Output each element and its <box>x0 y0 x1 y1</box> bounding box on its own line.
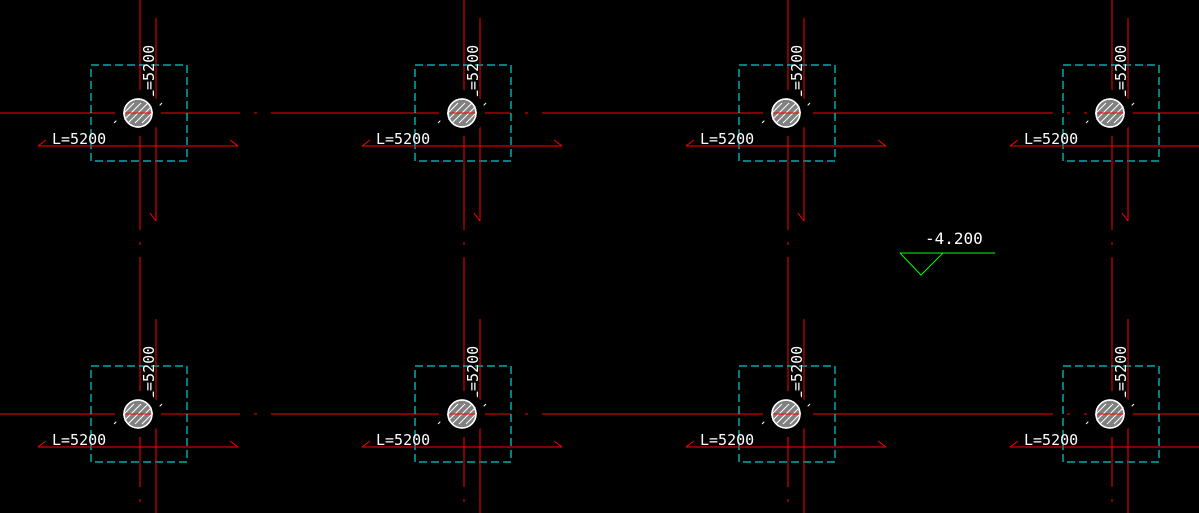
pile-cap-outline <box>1062 64 1160 162</box>
pile-horizontal-tick-left <box>1009 139 1019 147</box>
pile-mask-ring <box>115 391 161 437</box>
pile-length-label: L=5200 <box>52 130 106 148</box>
pile-circle-outline <box>771 399 801 429</box>
pile-length-label-vertical: L=5200 <box>1112 346 1130 400</box>
pile-vertical-tick <box>797 212 805 222</box>
pile-horizontal-tick <box>229 440 239 448</box>
pile-mask-ring <box>1087 391 1133 437</box>
pile-length-label: L=5200 <box>1024 130 1078 148</box>
pile-horizontal-tick <box>553 139 563 147</box>
pile-cap-outline <box>414 365 512 463</box>
pile-cap-outline <box>1062 365 1160 463</box>
pile-horizontal-tick <box>553 440 563 448</box>
pile-horizontal-tick-left <box>37 440 47 448</box>
pile-length-label: L=5200 <box>700 431 754 449</box>
elevation-marker: -4.200 <box>899 229 995 276</box>
pile-circle-outline <box>447 399 477 429</box>
pile-length-label: L=5200 <box>52 431 106 449</box>
pile-length-label-vertical: L=5200 <box>788 45 806 99</box>
pile-horizontal-tick <box>877 440 887 448</box>
pile-length-label-vertical: L=5200 <box>140 45 158 99</box>
pile-horizontal-tick-left <box>685 440 695 448</box>
pile-mask-ring <box>115 90 161 136</box>
pile-circle-outline <box>771 98 801 128</box>
pile-group: L=5200L=5200L=5200L=5200L=5200L=5200L=52… <box>37 18 1199 513</box>
pile-circle-outline <box>123 399 153 429</box>
pile-cap-outline <box>90 365 188 463</box>
pile-length-label: L=5200 <box>1024 431 1078 449</box>
pile-circle-outline <box>1095 399 1125 429</box>
pile-horizontal-tick-left <box>361 440 371 448</box>
pile-cap-outline <box>738 365 836 463</box>
pile-circle-outline <box>1095 98 1125 128</box>
pile-length-label-vertical: L=5200 <box>1112 45 1130 99</box>
pile-mask-ring <box>439 90 485 136</box>
pile-mask-ring <box>763 90 809 136</box>
pile-circle-outline <box>123 98 153 128</box>
pile-length-label-vertical: L=5200 <box>788 346 806 400</box>
pile-horizontal-tick-left <box>1009 440 1019 448</box>
pile-vertical-tick <box>473 212 481 222</box>
elevation-label: -4.200 <box>925 229 983 248</box>
pile-cap-outline <box>738 64 836 162</box>
pile-horizontal-tick <box>229 139 239 147</box>
pile-length-label: L=5200 <box>376 431 430 449</box>
pile-length-label: L=5200 <box>700 130 754 148</box>
pile-vertical-tick <box>1121 212 1129 222</box>
pile-length-label: L=5200 <box>376 130 430 148</box>
pile-cap-outline <box>90 64 188 162</box>
pile-circle-outline <box>447 98 477 128</box>
elevation-triangle <box>899 252 944 276</box>
pile-horizontal-tick-left <box>685 139 695 147</box>
pile-vertical-tick <box>149 212 157 222</box>
pile-length-label-vertical: L=5200 <box>140 346 158 400</box>
pile-horizontal-tick-left <box>361 139 371 147</box>
pile-cap-outline <box>414 64 512 162</box>
pile-mask-ring <box>1087 90 1133 136</box>
pile-mask-ring <box>763 391 809 437</box>
pile-mask-ring <box>439 391 485 437</box>
pile-horizontal-tick <box>877 139 887 147</box>
pile-horizontal-tick-left <box>37 139 47 147</box>
pile-length-label-vertical: L=5200 <box>464 45 482 99</box>
pile-length-label-vertical: L=5200 <box>464 346 482 400</box>
